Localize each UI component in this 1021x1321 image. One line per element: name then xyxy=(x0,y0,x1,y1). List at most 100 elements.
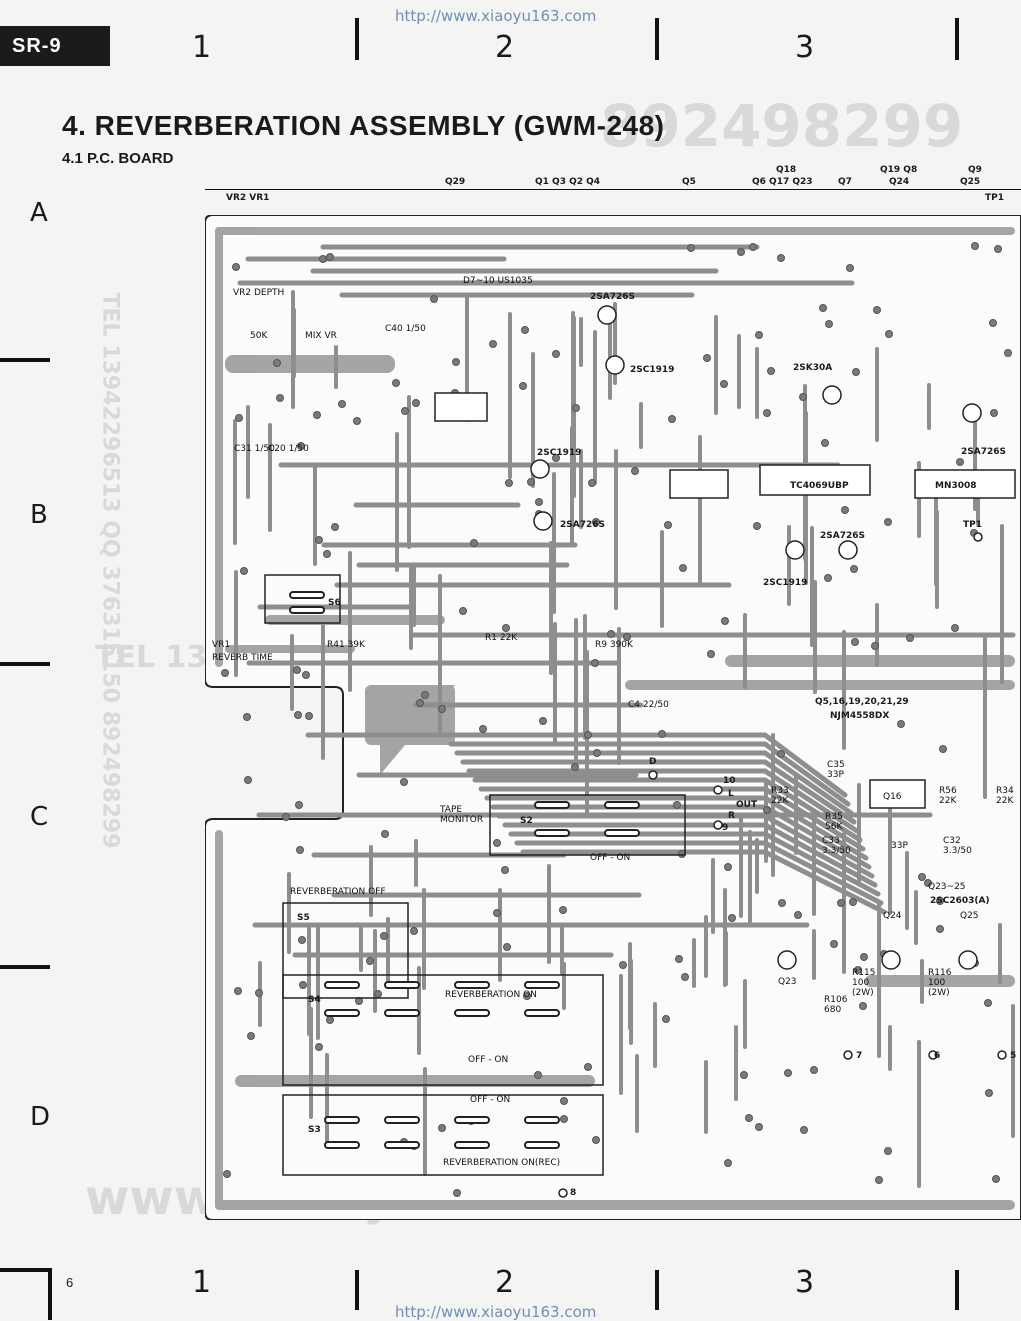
label-q23-type: 2SC2603(A) xyxy=(930,896,990,906)
column-divider xyxy=(655,1270,659,1310)
label-q9: Q9 xyxy=(968,165,982,175)
ic-q16-outline xyxy=(869,779,926,809)
page-number: 6 xyxy=(66,1275,74,1290)
label-s4: S4 xyxy=(308,995,321,1005)
label-out: OUT xyxy=(736,800,758,810)
label-tape-monitor: TAPE MONITOR xyxy=(440,805,484,825)
label-r33: R33 22K xyxy=(771,786,789,806)
switch-s3-outline xyxy=(282,1094,604,1176)
ic-q5-outline xyxy=(669,469,729,499)
source-url-top[interactable]: http://www.xiaoyu163.com xyxy=(395,7,597,25)
model-badge: SR-9 xyxy=(0,26,110,66)
label-q25: Q25 xyxy=(960,911,979,921)
row-divider xyxy=(0,662,50,666)
label-c32: C32 3.3/50 xyxy=(943,836,972,856)
column-number-2: 2 xyxy=(495,30,515,65)
label-q8-ic: MN3008 xyxy=(935,481,977,491)
switch-s6-outline xyxy=(264,574,341,624)
label-vr1: VR1 xyxy=(212,640,231,650)
label-r115: R115 100 (2W) xyxy=(852,968,876,998)
footer-column-2: 2 xyxy=(495,1265,515,1300)
label-diodes: D7~10 US1035 xyxy=(463,276,533,286)
label-s3: S3 xyxy=(308,1125,321,1135)
label-q23-25: Q23~25 xyxy=(928,882,966,892)
row-letter-d: D xyxy=(30,1102,51,1132)
label-point-5: 5 xyxy=(1010,1051,1017,1061)
label-q9-type: 2SA726S xyxy=(961,447,1006,457)
column-divider xyxy=(655,18,659,60)
label-q18-type: 2SK30A xyxy=(793,363,833,373)
watermark-tel: TEL 13 xyxy=(95,640,208,675)
label-q4-type: 2SA726S xyxy=(590,292,635,302)
column-divider xyxy=(355,18,359,60)
label-point-10: 10 xyxy=(723,776,736,786)
label-q24: Q24 xyxy=(883,911,902,921)
watermark-tel-vertical: TEL 13942296513 QQ 376315150 892498299 xyxy=(97,292,123,849)
label-reverb-on: REVERBERATION ON xyxy=(445,990,537,1000)
label-vr2-vr1: VR2 VR1 xyxy=(226,193,270,203)
label-s3-off-on: OFF - ON xyxy=(470,1095,511,1105)
label-point-r: R xyxy=(728,811,735,821)
label-reverb-off: REVERBERATION OFF xyxy=(290,887,386,897)
label-q24: Q24 xyxy=(889,177,910,187)
label-c35: C35 33P xyxy=(827,760,845,780)
label-r35: R35 56K xyxy=(825,812,843,832)
label-q3-type: 2SA726S xyxy=(560,520,605,530)
ic-q29-outline xyxy=(434,392,488,422)
label-njm-list: Q5,16,19,20,21,29 xyxy=(815,697,909,707)
switch-s2-outline xyxy=(489,794,686,856)
ic-q17-outline xyxy=(759,464,871,496)
label-q6-q23: Q6 Q17 Q23 xyxy=(752,177,813,187)
label-s5: S5 xyxy=(297,913,310,923)
label-c20: C20 1/50 xyxy=(268,444,309,454)
label-q2-type: 2SC1919 xyxy=(630,365,675,375)
label-q1-q4: Q1 Q3 Q2 Q4 xyxy=(535,177,601,187)
switch-s5-outline xyxy=(282,902,409,999)
label-c33: C33 3.3/50 xyxy=(822,836,851,856)
label-s2-off-on: OFF - ON xyxy=(590,853,631,863)
label-point-l: L xyxy=(728,789,734,799)
switch-s4-outline xyxy=(282,974,604,1086)
label-c31: C31 1/50 xyxy=(234,444,275,454)
page-subtitle: 4.1 P.C. BOARD xyxy=(62,150,174,167)
label-point-6: 6 xyxy=(934,1051,941,1061)
column-divider xyxy=(355,1270,359,1310)
corner-mark-h xyxy=(0,1268,50,1272)
label-r41: R41 39K xyxy=(327,640,365,650)
label-q23: Q23 xyxy=(778,977,797,987)
label-q16: Q16 xyxy=(883,792,902,802)
page-title: 4. REVERBERATION ASSEMBLY (GWM-248) xyxy=(62,110,665,141)
column-divider xyxy=(955,1270,959,1310)
label-tp1: TP1 xyxy=(963,520,982,530)
footer-column-1: 1 xyxy=(192,1265,212,1300)
column-number-1: 1 xyxy=(192,30,212,65)
label-q7: Q7 xyxy=(838,177,852,187)
label-r9: R9 390K xyxy=(595,640,633,650)
label-c40: C40 1/50 xyxy=(385,324,426,334)
label-r116: R116 100 (2W) xyxy=(928,968,952,998)
label-pot-50k: 50K xyxy=(250,331,268,341)
row-letter-b: B xyxy=(30,500,48,530)
label-point-9: 9 xyxy=(722,823,729,833)
label-s4-off-on: OFF - ON xyxy=(468,1055,509,1065)
label-njm-ic: NJM4558DX xyxy=(830,711,890,721)
label-q17-ic: TC4069UBP xyxy=(790,481,849,491)
label-q25: Q25 xyxy=(960,177,981,187)
label-r56: R56 22K xyxy=(939,786,957,806)
column-divider xyxy=(955,18,959,60)
row-letter-a: A xyxy=(30,198,48,228)
label-q29: Q29 xyxy=(445,177,466,187)
header-rule xyxy=(205,189,1021,190)
footer-column-3: 3 xyxy=(795,1265,815,1300)
watermark-qq-number: 892498299 xyxy=(600,92,964,160)
label-q19-q8: Q19 Q8 xyxy=(880,165,918,175)
label-point-d: D xyxy=(649,757,657,767)
label-q7-type: 2SA726S xyxy=(820,531,865,541)
label-point-7: 7 xyxy=(856,1051,863,1061)
label-q6-type: 2SC1919 xyxy=(763,578,808,588)
label-reverb-on-rec: REVERBERATION ON(REC) xyxy=(443,1158,561,1168)
row-divider xyxy=(0,965,50,969)
label-r106: R106 680 xyxy=(824,995,848,1015)
source-url-bottom[interactable]: http://www.xiaoyu163.com xyxy=(395,1303,597,1321)
label-q1-type: 2SC1919 xyxy=(537,448,582,458)
